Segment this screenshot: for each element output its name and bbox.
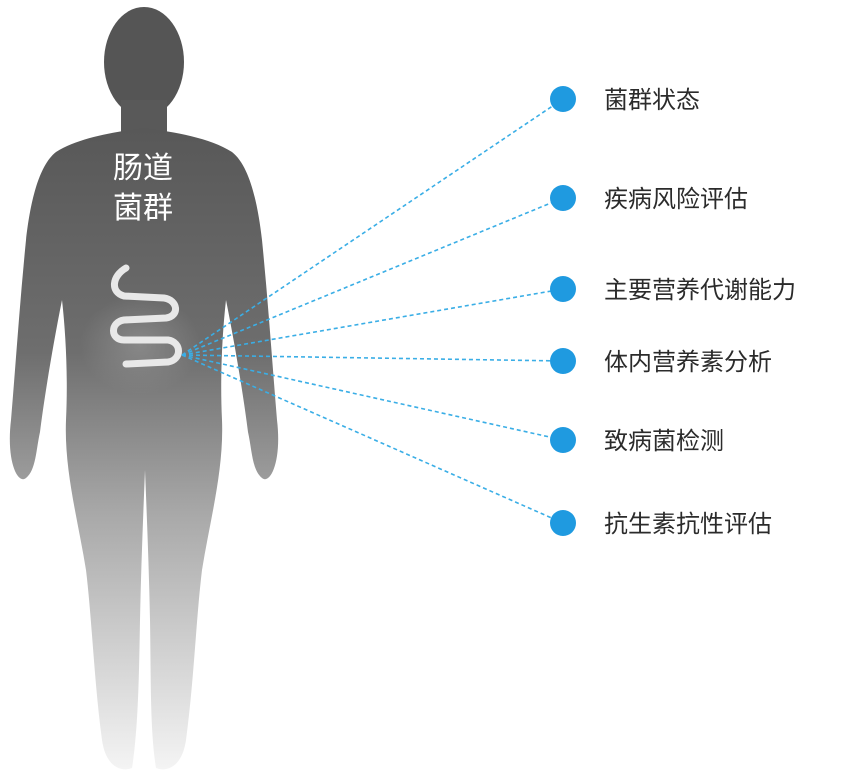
human-silhouette <box>9 7 279 770</box>
body-label-line2: 菌群 <box>113 191 173 226</box>
connector-line <box>181 288 564 356</box>
item-label: 体内营养素分析 <box>604 348 772 376</box>
connector-line <box>181 354 564 362</box>
connector-lines <box>181 98 564 524</box>
item-dot <box>550 276 576 302</box>
item-dot <box>550 510 576 536</box>
item-label: 菌群状态 <box>604 86 700 114</box>
connector-line <box>181 354 564 524</box>
intestine-icon <box>110 264 182 368</box>
connector-line <box>181 354 564 441</box>
item-label: 疾病风险评估 <box>604 185 748 213</box>
connector-line <box>181 197 564 356</box>
silhouette-head <box>104 7 184 117</box>
item-label: 致病菌检测 <box>604 427 724 455</box>
item-dot <box>550 185 576 211</box>
body-label-line1: 肠道 <box>113 151 173 186</box>
item-dot <box>550 427 576 453</box>
item-label: 抗生素抗性评估 <box>604 510 772 538</box>
item-label: 主要营养代谢能力 <box>604 276 796 304</box>
belly-glow <box>80 295 200 395</box>
item-dot <box>550 86 576 112</box>
silhouette-body <box>9 128 279 770</box>
item-dot <box>550 348 576 374</box>
